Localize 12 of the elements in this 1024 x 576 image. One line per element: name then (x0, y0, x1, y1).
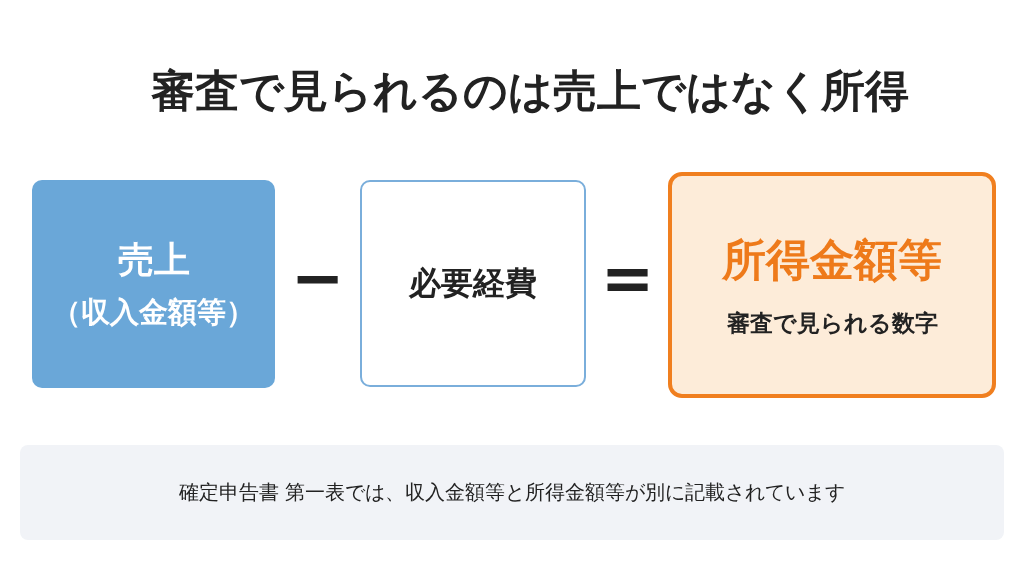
sales-box (32, 180, 275, 388)
note-text: 確定申告書 第一表では、収入金額等と所得金額等が別に記載されています (178, 479, 846, 506)
title: 審査で見られるのは売上ではなく所得 (150, 64, 910, 118)
box-heading: 所得金額等 (722, 233, 942, 287)
box-heading: 売上 (117, 237, 190, 282)
minus-sign: − (290, 240, 345, 317)
expenses-box (360, 180, 586, 387)
box-subtext: 審査で見られる数字 (726, 309, 938, 338)
box-text: 必要経費 (409, 262, 537, 304)
equals-sign: = (600, 240, 655, 317)
box-subtext: （収入金額等） (52, 293, 255, 331)
income-box (668, 172, 996, 398)
